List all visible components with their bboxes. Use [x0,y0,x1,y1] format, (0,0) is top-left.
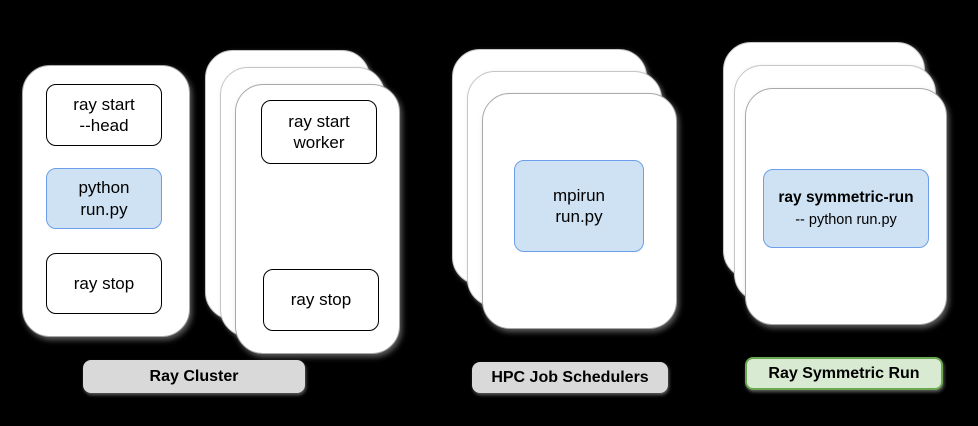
worker-ray-stop-text: ray stop [290,290,352,310]
hpc-scheduler-card: mpirun run.py [482,93,677,329]
symmetric-run-card: ray symmetric-run -- python run.py [745,88,947,325]
ray-start-head-text: ray start --head [73,94,135,135]
ray-worker-node-card: ray start worker ray stop [235,84,400,354]
ray-start-worker-box: ray start worker [261,100,377,164]
python-run-box: python run.py [46,168,162,229]
mpirun-text: mpirun run.py [553,185,605,226]
ray-start-head-box: ray start --head [46,84,162,146]
worker-ray-stop-box: ray stop [263,269,379,331]
symmetric-run-box: ray symmetric-run -- python run.py [763,169,929,248]
ray-head-node-card: ray start --head python run.py ray stop [22,65,190,337]
mpirun-box: mpirun run.py [514,160,644,252]
python-run-text: python run.py [78,178,130,219]
symmetric-run-args-text: -- python run.py [795,211,897,228]
head-ray-stop-text: ray stop [73,273,135,293]
ray-start-worker-text: ray start worker [288,111,350,152]
symmetric-run-command-text: ray symmetric-run [778,189,914,207]
ray-cluster-badge: Ray Cluster [83,360,305,393]
ray-symmetric-run-badge: Ray Symmetric Run [745,357,943,390]
head-ray-stop-box: ray stop [46,253,162,314]
hpc-job-schedulers-badge: HPC Job Schedulers [472,362,668,393]
